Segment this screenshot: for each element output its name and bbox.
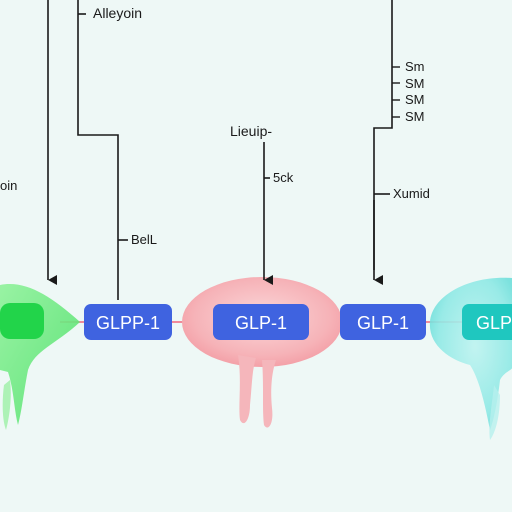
label-sm-3: SM (405, 92, 425, 107)
pink-cell (182, 277, 342, 428)
label-sm-4: SM (405, 109, 425, 124)
green-receptor-block (0, 303, 44, 339)
label-sm-1: Sm (405, 59, 425, 74)
receptor-box-4: GLP (462, 304, 512, 340)
label-xumid: Xumid (393, 186, 430, 201)
label-5ck: 5ck (273, 170, 294, 185)
receptor-label-2: GLP-1 (235, 313, 287, 333)
line-sm-bracket (373, 0, 393, 270)
green-cell (0, 284, 80, 430)
cyan-cell (429, 277, 512, 440)
receptor-box-2: GLP-1 (213, 304, 309, 340)
receptor-label-3: GLP-1 (357, 313, 409, 333)
label-oin: oin (0, 178, 17, 193)
label-sm-2: SM (405, 76, 425, 91)
receptor-label-4: GLP (476, 313, 512, 333)
label-lieuip: Lieuip- (230, 123, 272, 139)
receptor-label-1: GLPP-1 (96, 313, 160, 333)
receptor-box-1: GLPP-1 (84, 304, 172, 340)
label-alleyoin: Alleyoin (93, 5, 142, 21)
label-bell: BelL (131, 232, 157, 247)
line-alleyoin-bell (77, 0, 119, 300)
receptor-box-3: GLP-1 (340, 304, 426, 340)
